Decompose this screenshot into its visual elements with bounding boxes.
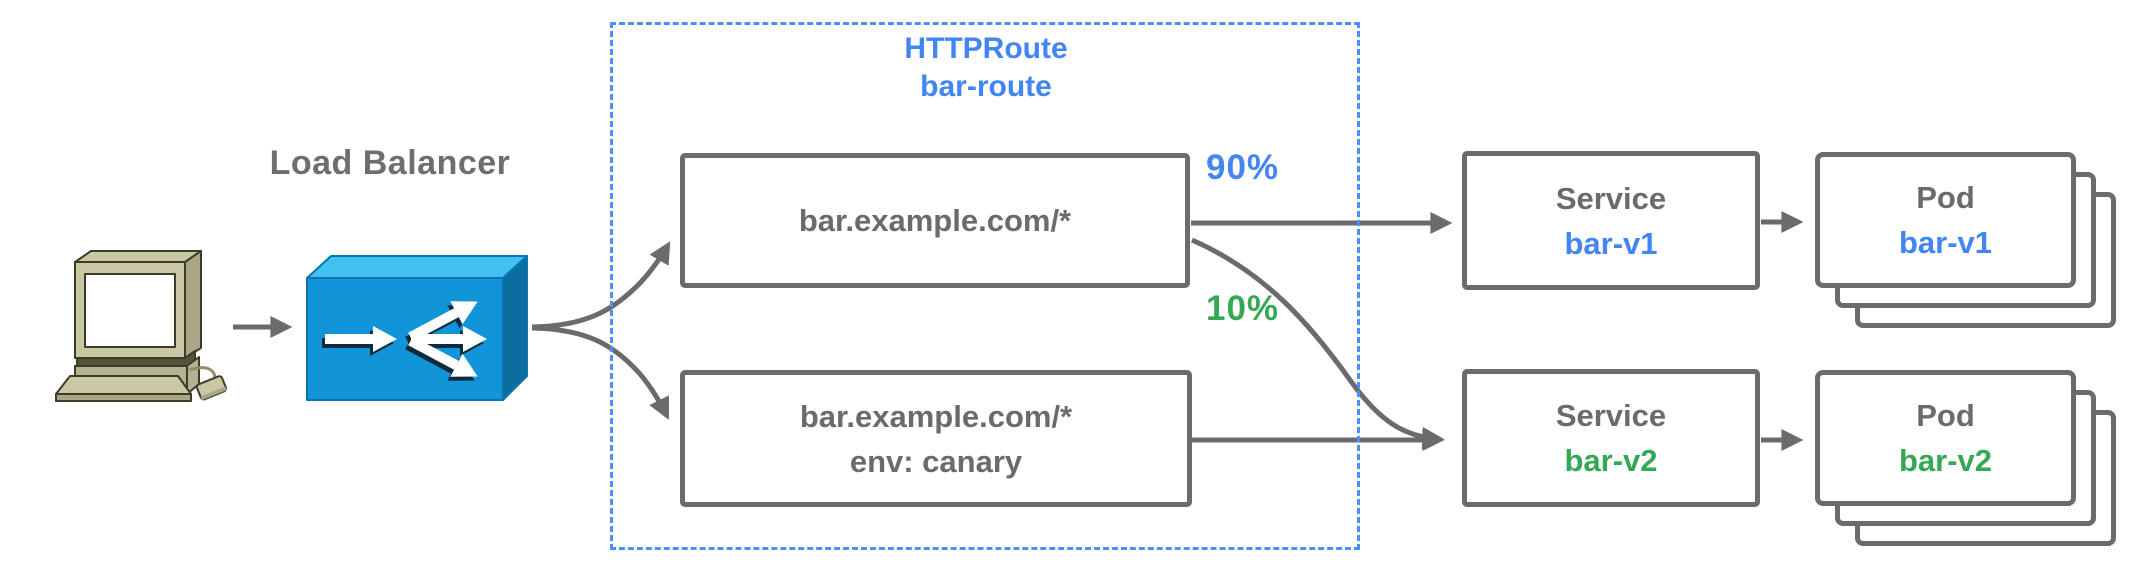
pod-bar-v1-box: Pod bar-v1	[1815, 152, 2076, 288]
pod-stack-bar-v2: Pod bar-v2	[1815, 370, 2117, 548]
httproute-dashed-container	[610, 22, 1360, 550]
route-rule-canary-box: bar.example.com/* env: canary	[680, 370, 1192, 507]
pod-v2-name: bar-v2	[1898, 443, 1993, 478]
desktop-computer-icon	[55, 250, 228, 402]
route-rule-canary-match: bar.example.com/*	[799, 398, 1073, 434]
weight-90-label: 90%	[1206, 148, 1280, 187]
load-balancer-icon	[306, 255, 528, 401]
load-balancer-label: Load Balancer	[269, 144, 511, 182]
arrow-primary-to-service-v2-curve	[1190, 237, 1445, 449]
service-bar-v2-box: Service bar-v2	[1462, 369, 1760, 507]
arrow-lb-to-rule-primary	[531, 241, 671, 330]
pod-bar-v2-box: Pod bar-v2	[1815, 370, 2076, 506]
route-rule-canary-header: env: canary	[849, 443, 1023, 479]
arrow-lb-to-rule-canary	[531, 325, 670, 420]
pod-stack-bar-v1: Pod bar-v1	[1815, 152, 2117, 330]
pod-v1-type-label: Pod	[1916, 180, 1975, 215]
service-v2-type-label: Service	[1555, 398, 1667, 433]
service-v1-name: bar-v1	[1564, 225, 1658, 261]
service-v2-name: bar-v2	[1564, 443, 1658, 478]
route-rule-primary-match: bar.example.com/*	[798, 203, 1072, 238]
service-bar-v1-box: Service bar-v1	[1462, 151, 1760, 290]
pod-v1-name: bar-v1	[1898, 225, 1993, 260]
route-rule-primary-box: bar.example.com/*	[680, 153, 1190, 288]
httproute-title: HTTPRoute bar-route	[610, 30, 1362, 106]
httproute-name-label: bar-route	[920, 70, 1052, 103]
httproute-kind-label: HTTPRoute	[904, 32, 1068, 65]
pod-v2-type-label: Pod	[1916, 398, 1975, 433]
service-v1-type-label: Service	[1555, 180, 1667, 216]
weight-10-label: 10%	[1206, 289, 1280, 328]
